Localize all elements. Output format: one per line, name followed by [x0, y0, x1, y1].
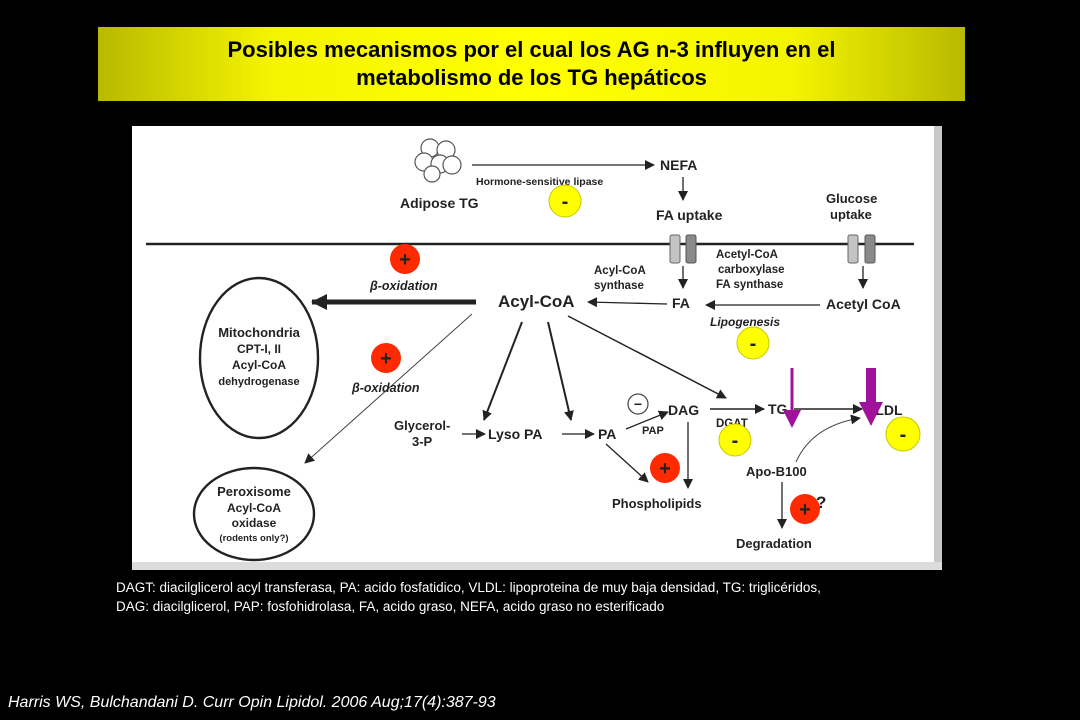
node-lyso-pa: Lyso PA [488, 426, 542, 442]
svg-text:-: - [732, 430, 739, 452]
caption-line-1: DAGT: diacilglicerol acyl transferasa, P… [116, 580, 821, 595]
node-tg: TG [768, 401, 788, 417]
node-acetyl-coa: Acetyl CoA [826, 296, 901, 312]
pa-to-dag-arrow [625, 410, 669, 430]
beta-oxidation-peroxisome-arrow [304, 313, 473, 464]
label-acyl-coa-synthase-1: Acyl-CoA [594, 265, 646, 277]
question-mark: ? [816, 493, 826, 512]
pathway-diagram: Adipose TG Hormone-sensitive lipase NEFA… [132, 126, 942, 570]
mitochondria-oval [198, 276, 320, 440]
node-rodents-only: (rodents only?) [219, 533, 288, 544]
badge-minus-dgat: - [718, 423, 752, 457]
svg-text:-: - [562, 191, 569, 213]
node-mitochondria: Mitochondria [218, 325, 300, 340]
inhibition-circle-icon [627, 393, 649, 415]
fa-transporter-icon [669, 234, 697, 264]
node-cpt: CPT-I, II [237, 342, 281, 356]
badge-minus-lipase: - [548, 184, 582, 218]
node-uptake: uptake [830, 207, 872, 222]
node-glycerol: Glycerol- [394, 418, 450, 433]
svg-text:+: + [399, 249, 411, 271]
figure-frame-shade-bottom [132, 562, 942, 570]
node-adipose-tg: Adipose TG [400, 195, 479, 211]
badge-minus-vldl: - [885, 416, 921, 452]
title-line-2: metabolismo de los TG hepáticos [356, 65, 707, 90]
badge-plus-beta-oxidation-1: + [390, 244, 420, 274]
svg-text:+: + [799, 499, 811, 521]
node-phospholipids: Phospholipids [612, 496, 702, 511]
label-acyl-coa-synthase-2: synthase [594, 280, 644, 292]
glucose-transporter-icon [847, 234, 876, 264]
svg-text:-: - [900, 424, 907, 446]
node-pa: PA [598, 426, 616, 442]
badge-plus-degradation: + [790, 494, 820, 524]
label-beta-oxidation-2: β-oxidation [351, 381, 420, 395]
label-acetyl-coa-carboxylase-1: Acetyl-CoA [716, 249, 778, 261]
purple-down-arrow-vldl [859, 368, 883, 426]
acylcoa-to-pa-arrow [547, 321, 574, 421]
fa-to-acylcoa-arrow [587, 297, 668, 308]
svg-text:+: + [380, 348, 392, 370]
node-acyl-coa: Acyl-CoA [498, 292, 575, 311]
abbreviations-caption: DAGT: diacilglicerol acyl transferasa, P… [116, 578, 996, 616]
svg-text:+: + [659, 458, 671, 480]
node-apo-b100: Apo-B100 [746, 464, 807, 479]
node-oxidase: oxidase [232, 516, 277, 530]
node-3p: 3-P [412, 434, 433, 449]
pathway-svg: Adipose TG Hormone-sensitive lipase NEFA… [132, 126, 942, 570]
label-hormone-sensitive-lipase: Hormone-sensitive lipase [476, 176, 603, 188]
node-nefa: NEFA [660, 157, 697, 173]
node-mito-acyl-coa: Acyl-CoA [232, 358, 286, 372]
node-peroxisome: Peroxisome [217, 484, 291, 499]
title-banner: Posibles mecanismos por el cual los AG n… [98, 27, 965, 101]
label-beta-oxidation-1: β-oxidation [369, 279, 438, 293]
badge-plus-phospholipids: + [650, 453, 680, 483]
title-line-1: Posibles mecanismos por el cual los AG n… [227, 37, 836, 62]
node-fa-uptake: FA uptake [656, 207, 723, 223]
node-dag: DAG [668, 402, 699, 418]
badge-plus-beta-oxidation-2: + [371, 343, 401, 373]
label-acetyl-coa-carboxylase-2: carboxylase [718, 264, 785, 276]
purple-down-arrow-tg [783, 368, 801, 428]
svg-text:-: - [750, 333, 757, 355]
node-degradation: Degradation [736, 536, 812, 551]
apob-to-vldl-arrow [795, 414, 861, 463]
figure-frame-shade [934, 126, 942, 570]
adipose-cells-icon [414, 138, 462, 183]
node-glucose: Glucose [826, 191, 877, 206]
peroxisome-oval [192, 466, 316, 562]
node-dehydrogenase: dehydrogenase [218, 376, 299, 388]
acylcoa-to-lysopa-arrow [482, 321, 523, 421]
node-fa: FA [672, 295, 690, 311]
label-pap: PAP [642, 425, 664, 437]
caption-line-2: DAG: diacilglicerol, PAP: fosfohidrolasa… [116, 599, 665, 614]
label-fa-synthase: FA synthase [716, 279, 783, 291]
node-perox-acyl-coa: Acyl-CoA [227, 501, 281, 515]
badge-minus-lipogenesis: - [736, 326, 770, 360]
acylcoa-to-dag-arrow [567, 315, 727, 399]
label-lipogenesis: Lipogenesis [710, 315, 780, 329]
pa-to-phospholipids-arrow [605, 443, 649, 483]
inhibition-minus-symbol: − [634, 396, 642, 412]
citation: Harris WS, Bulchandani D. Curr Opin Lipi… [8, 694, 496, 711]
